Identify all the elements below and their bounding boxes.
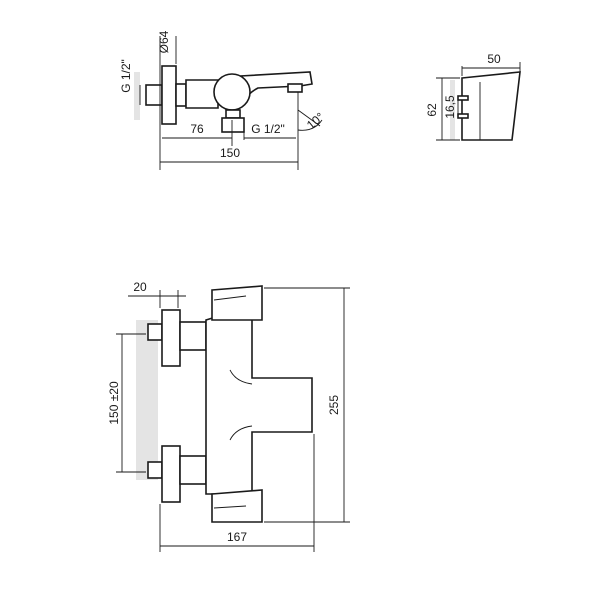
holder-wall-shade	[450, 80, 455, 140]
side-label-76: 76	[190, 122, 204, 136]
front-label-255: 255	[327, 395, 341, 415]
front-top-inlet-pipe	[147, 323, 163, 341]
front-bottom-handle-line	[213, 505, 247, 509]
front-top-connector	[179, 321, 207, 351]
holder-view: 50 62 16,5	[425, 52, 521, 141]
front-main-body	[205, 304, 313, 495]
front-label-167: 167	[227, 530, 247, 544]
side-label-angle: 10°	[304, 110, 327, 133]
holder-label-62: 62	[425, 103, 439, 117]
side-diverter-outlet	[221, 117, 245, 133]
front-curve-bottom	[229, 425, 253, 441]
side-knob	[213, 73, 251, 111]
holder-label-50: 50	[487, 52, 501, 66]
side-label-diameter: Ø64	[157, 30, 171, 53]
front-bottom-connector	[179, 455, 207, 485]
side-body	[185, 79, 219, 109]
holder-screw-bottom	[457, 113, 469, 119]
front-top-flange	[161, 309, 181, 367]
front-curve-top	[229, 369, 253, 385]
side-view: G 1/2" Ø64 76 G 1/2" 10° 150	[119, 30, 327, 170]
holder-screw-top	[457, 95, 469, 101]
front-wall-shade	[136, 320, 158, 480]
holder-body	[461, 71, 521, 141]
front-view: 20 150 ±20 255 167	[107, 280, 350, 552]
side-diverter-neck	[225, 109, 241, 119]
side-wall-shade	[134, 72, 140, 120]
side-wall-flange	[161, 65, 177, 125]
side-label-g-half-bottom: G 1/2"	[251, 122, 285, 136]
side-spout-tip	[287, 83, 303, 93]
side-angle-line	[297, 109, 321, 127]
side-angle-arc	[297, 119, 323, 131]
front-bottom-flange	[161, 445, 181, 503]
front-top-handle-line	[213, 295, 247, 301]
front-bottom-inlet-pipe	[147, 461, 163, 479]
front-top-handle	[211, 285, 263, 321]
front-label-20: 20	[133, 280, 147, 294]
front-bottom-handle	[211, 489, 263, 523]
side-label-g-half-v: G 1/2"	[119, 59, 133, 93]
front-label-150-20: 150 ±20	[107, 381, 121, 425]
side-label-150: 150	[220, 146, 240, 160]
holder-label-16-5: 16,5	[443, 95, 457, 119]
side-neck	[175, 83, 187, 107]
